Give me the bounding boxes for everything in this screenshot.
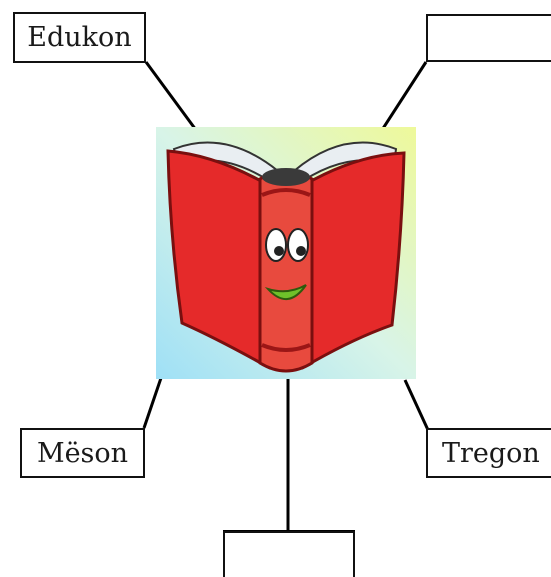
label-box-bottom-right: Tregon	[426, 428, 551, 478]
connector-top-left	[144, 61, 198, 131]
label-bottom-left: Mëson	[36, 437, 129, 469]
label-box-bottom-left: Mëson	[20, 428, 145, 478]
connector-top-right	[380, 61, 428, 131]
connector-bottom-right	[403, 379, 430, 431]
label-top-left: Edukon	[27, 22, 132, 53]
smiling-book-icon	[156, 127, 416, 379]
book-eye-left	[265, 228, 287, 262]
book-eye-right	[287, 228, 309, 262]
book-pupil-right	[296, 246, 306, 256]
label-box-top-right	[426, 14, 551, 62]
book-spine	[258, 169, 314, 373]
label-box-bottom-center	[223, 531, 355, 577]
book-cover-right	[302, 151, 406, 370]
connector-bottom-left	[142, 377, 163, 429]
label-bottom-right: Tregon	[442, 437, 540, 469]
book-spine-top	[262, 168, 310, 186]
book-cover-left	[166, 149, 270, 370]
book-pupil-left	[274, 246, 284, 256]
book-smile	[264, 284, 307, 300]
book-spine-band-bottom	[261, 343, 311, 352]
label-box-top-left: Edukon	[13, 12, 146, 63]
book-spine-band-top	[261, 188, 311, 197]
